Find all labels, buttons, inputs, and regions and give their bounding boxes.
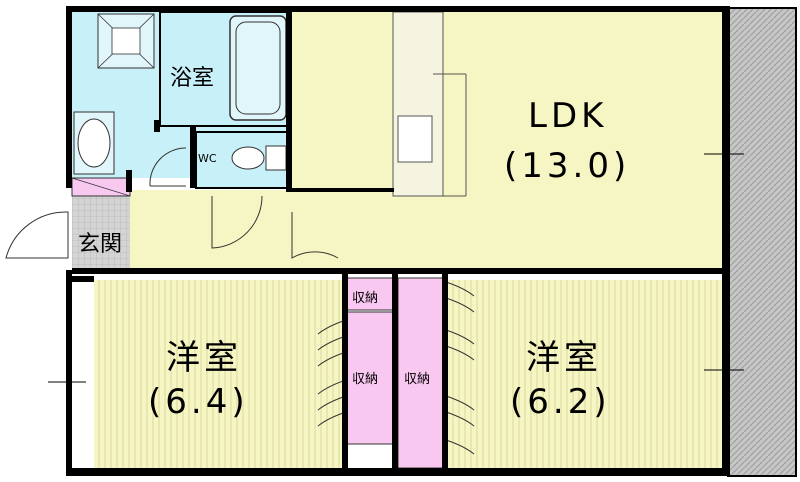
storage-small [345,277,395,311]
bathtub [229,15,287,121]
storage-right [397,277,445,469]
toilet [231,146,265,170]
storage-small-label: 収納 [352,291,379,306]
kitchen-sink [397,115,433,163]
western-left-size: (6.4) [148,382,249,422]
entrance-floor [72,188,130,270]
ldk-label: LDK [528,96,608,136]
western-left-label: 洋室 [166,338,242,378]
western-room-right-floor [448,280,724,468]
western-right-label: 洋室 [526,338,602,378]
balcony [727,7,797,477]
ldk-size: (13.0) [504,146,631,186]
storage-right-label: 収納 [404,372,431,387]
ldk-floor [290,12,722,270]
kitchen-counter [392,11,444,197]
bath-label: 浴室 [170,66,215,91]
western-right-size: (6.2) [510,382,611,422]
walls [66,6,730,476]
entrance-label: 玄関 [78,232,123,257]
wc-label: WC [198,152,217,165]
storage-left-label: 収納 [352,372,379,387]
storage-left [345,311,395,445]
western-room-left-floor [94,280,346,468]
